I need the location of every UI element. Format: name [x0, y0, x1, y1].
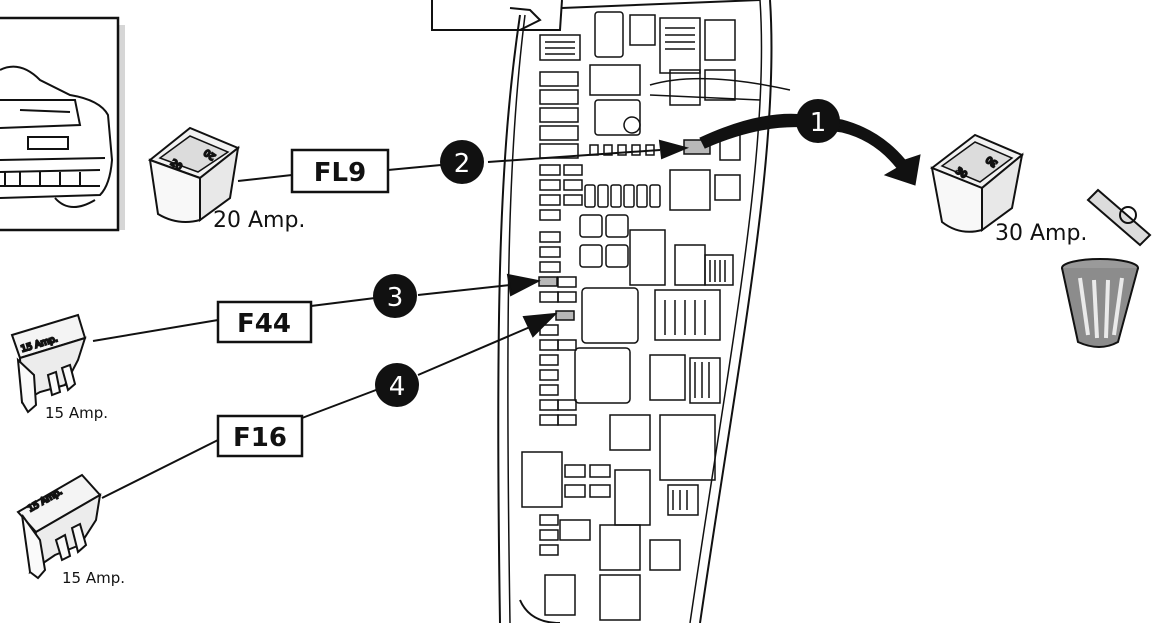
svg-text:1: 1 — [810, 108, 827, 138]
fuse-box-left-wall — [497, 14, 521, 623]
leader-lines — [92, 164, 442, 499]
relay-block-upper — [581, 287, 639, 344]
svg-text:F16: F16 — [233, 423, 287, 453]
trash-can-icon — [1061, 188, 1152, 348]
step2-arrow-line — [487, 149, 661, 163]
step-badge-1: 1 — [796, 99, 840, 143]
f16-rating-label: 15 Amp. — [62, 569, 125, 587]
svg-text:2: 2 — [454, 149, 471, 179]
step-badge-4: 4 — [375, 363, 419, 407]
fuse-box-right-wall — [699, 0, 773, 623]
fuse-box — [431, 0, 773, 623]
fl9-box-to-step2 — [387, 164, 442, 171]
step-badge-3: 3 — [373, 274, 417, 318]
left-fuse-column — [539, 71, 583, 426]
cartridge-fuse-20a-icon: 20 20 — [147, 126, 240, 223]
f44-fuse-leader — [92, 319, 219, 342]
svg-text:FL9: FL9 — [314, 158, 366, 188]
svg-text:3: 3 — [387, 283, 404, 313]
svg-text:4: 4 — [389, 372, 406, 402]
callout-f44: F44 — [216, 300, 313, 344]
fuse-box-components — [521, 11, 791, 621]
fl9-fuse-leader — [237, 174, 293, 182]
vehicle-front-icon — [0, 65, 114, 208]
arrows — [417, 139, 690, 376]
f16-fuse-leader — [101, 439, 219, 499]
relay-block-lower — [574, 347, 631, 404]
cartridge-fuse-30a-icon: 30 30 — [929, 133, 1024, 233]
step3-arrow-line — [417, 284, 511, 296]
step4-arrowhead — [522, 312, 558, 338]
f44-box-to-step3 — [310, 297, 376, 307]
step2-arrowhead — [658, 139, 690, 160]
removal-arrow-icon — [699, 113, 921, 186]
f16-slot — [555, 310, 575, 321]
svg-text:F44: F44 — [237, 309, 291, 339]
blade-fuse-15a-icon: 15 Amp. — [16, 473, 102, 580]
callout-f16: F16 — [216, 414, 304, 458]
f16-box-to-step4 — [301, 389, 377, 419]
f44-slot — [538, 276, 558, 287]
step4-arrow-line — [417, 326, 531, 376]
blade-fuse-15a-icon: 15 Amp. — [10, 313, 87, 414]
removed-fuse-rating-label: 30 Amp. — [995, 221, 1087, 246]
tall-fuse-row — [584, 184, 661, 208]
callout-fl9: FL9 — [290, 148, 390, 194]
vehicle-inset — [0, 16, 125, 232]
step-badge-2: 2 — [440, 140, 484, 184]
f44-rating-label: 15 Amp. — [45, 404, 108, 422]
fl9-rating-label: 20 Amp. — [213, 208, 305, 233]
step3-arrowhead — [506, 273, 541, 297]
